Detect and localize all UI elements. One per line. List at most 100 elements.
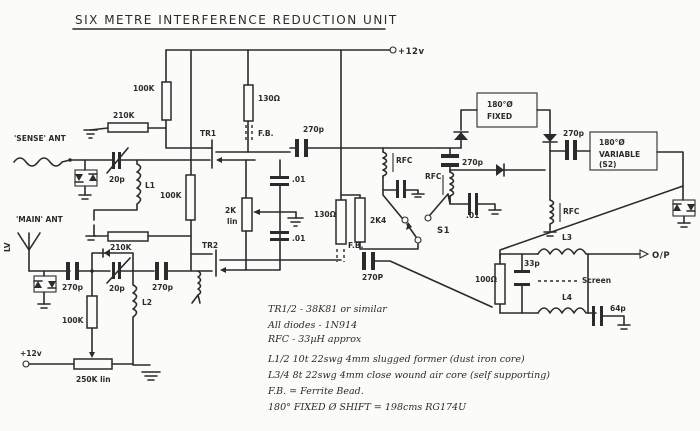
svg-text:L3: L3 [562,233,572,242]
svg-text:130Ω: 130Ω [314,210,337,219]
svg-text:F.B. = Ferrite Bead.: F.B. = Ferrite Bead. [267,386,364,397]
svg-text:L1: L1 [145,181,155,190]
svg-text:FIXED: FIXED [487,112,512,121]
svg-text:Screen[interactable]: Screen [582,276,611,285]
svg-text:L2: L2 [142,298,152,307]
svg-text:L3/4 8t 22swg 4mm close wound: L3/4 8t 22swg 4mm close wound air core (… [267,370,550,381]
resistor-210k-2: 210K [85,224,192,252]
svg-text:VARIABLE: VARIABLE [599,150,640,159]
svg-text:20p: 20p [109,175,125,184]
main-diode-pair [33,270,57,309]
svg-text:270p: 270p [462,158,484,167]
main-antenna: 'MAIN' ANT LV [3,215,71,272]
pickup-loop [191,270,202,304]
svg-text:270p: 270p [62,283,84,292]
svg-text:270P: 270P [362,273,384,282]
diagram-title: SIX METRE INTERFERENCE REDUCTION UNIT [75,13,398,27]
resistor-130-top: 130Ω F.B. [243,84,281,153]
svg-text:100K: 100K [133,84,156,93]
capacitor-01-mid: .01 [466,193,502,220]
capacitor-270p-right: 270p [549,129,591,160]
svg-text:'SENSE' ANT: 'SENSE' ANT [14,134,67,143]
rfc-mid: RFC [425,169,546,205]
resistor-210k-1: 210K [83,111,167,139]
svg-text:lin: lin [227,217,237,226]
resistor-100k-mid: 100K [160,174,196,221]
svg-text:'MAIN' ANT: 'MAIN' ANT [16,215,64,224]
svg-text:TR2: TR2 [202,241,218,250]
svg-text:RFC - 33µH approx: RFC - 33µH approx [267,334,362,345]
resistor-2k4: 2K4 [354,194,419,250]
resistor-100k-lower: 100K [62,270,98,358]
potentiometer-2k: 2K lin [225,159,304,269]
switch-s1[interactable]: S1 [401,193,450,244]
svg-text:L4: L4 [562,293,572,302]
svg-text:F.B.: F.B. [348,241,364,250]
sense-antenna: 'SENSE' ANT [13,134,113,167]
capacitor-270p-tr1: 270p [289,125,441,157]
rfc-right: RFC [543,199,580,237]
svg-text:L1/2 10t 22swg 4mm slugged fo: L1/2 10t 22swg 4mm slugged former (dust … [267,354,525,365]
combiner-feed [499,185,684,259]
output-diode-pair [672,199,696,228]
diode-main-bypass [91,248,134,272]
svg-text:.01: .01 [292,175,305,184]
notes-block: TR1/2 - 38K81 or similar All diodes - 1N… [267,304,550,413]
trimmer-20p-main: 20p [106,257,155,293]
capacitor-01-decouple-2: .01 [270,231,305,261]
svg-text:RFC: RFC [425,172,442,181]
resistor-130-low: 130Ω F.B. [314,194,364,262]
svg-text:180°Ø: 180°Ø [599,138,625,147]
transistor-tr1: TR1 [200,129,291,169]
svg-text:270p: 270p [303,125,325,134]
capacitor-270p-main-out: 270p [152,262,213,292]
svg-text:2K: 2K [225,206,237,215]
svg-text:LV: LV [3,242,12,252]
capacitor-270p-tr2: 270P [362,252,493,308]
svg-text:.01: .01 [466,211,479,220]
svg-text:100K: 100K [62,316,85,325]
phase-block-variable[interactable]: 180°Ø VARIABLE (S2) [589,131,684,201]
svg-text:O/P[interactable]: O/P [652,251,670,261]
svg-text:270p: 270p [563,129,585,138]
svg-text:20p: 20p [109,284,125,293]
svg-text:2K4: 2K4 [370,216,386,225]
svg-text:250K lin: 250K lin [76,375,111,384]
output-network: 100Ω 33p Screen L3 O/P L4 64p [475,233,670,330]
svg-text:(S2): (S2) [599,160,616,169]
svg-text:.01: .01 [292,234,305,243]
svg-text:130Ω: 130Ω [258,94,281,103]
svg-text:RFC: RFC [563,207,580,216]
capacitor-270p-main-in: 270p [62,262,111,292]
svg-text:210K: 210K [113,111,136,120]
svg-text:100K: 100K [160,191,183,200]
top-rail-label: +12v [398,47,425,57]
diode-series-mid [496,163,505,177]
potentiometer-250k: +12v 250K lin [20,349,134,384]
resistor-100k-top: 100K [133,81,209,149]
svg-text:S1: S1 [437,226,450,236]
svg-text:All diodes - 1N914: All diodes - 1N914 [267,320,357,331]
svg-text:100Ω: 100Ω [475,275,498,284]
phase-block-fixed: 180°Ø FIXED [460,92,551,135]
svg-text:33p: 33p [524,259,540,268]
svg-text:TR1: TR1 [200,129,216,138]
svg-text:180°Ø: 180°Ø [487,100,513,109]
capacitor-01-decouple-1: .01 [270,159,305,241]
inductor-l1: L1 [93,159,155,221]
diode-fixed-in [439,131,469,149]
trimmer-20p-sense: 20p [106,147,211,184]
svg-text:F.B.: F.B. [258,129,274,138]
svg-text:64p: 64p [610,304,626,313]
rfc-left: RFC [382,147,425,219]
diode-fixed-out [542,134,558,201]
svg-text:+12v: +12v [20,349,42,358]
svg-text:180° FIXED Ø SHIFT = 198cms RG: 180° FIXED Ø SHIFT = 198cms RG174U [268,402,467,413]
svg-text:RFC: RFC [396,156,413,165]
inductor-l2: L2 [132,270,161,381]
transistor-tr2: TR2 [190,241,342,277]
capacitor-270p-mid: 270p [441,147,484,173]
svg-text:210K: 210K [110,243,133,252]
svg-text:TR1/2 - 38K81 or similar: TR1/2 - 38K81 or similar [268,304,388,315]
